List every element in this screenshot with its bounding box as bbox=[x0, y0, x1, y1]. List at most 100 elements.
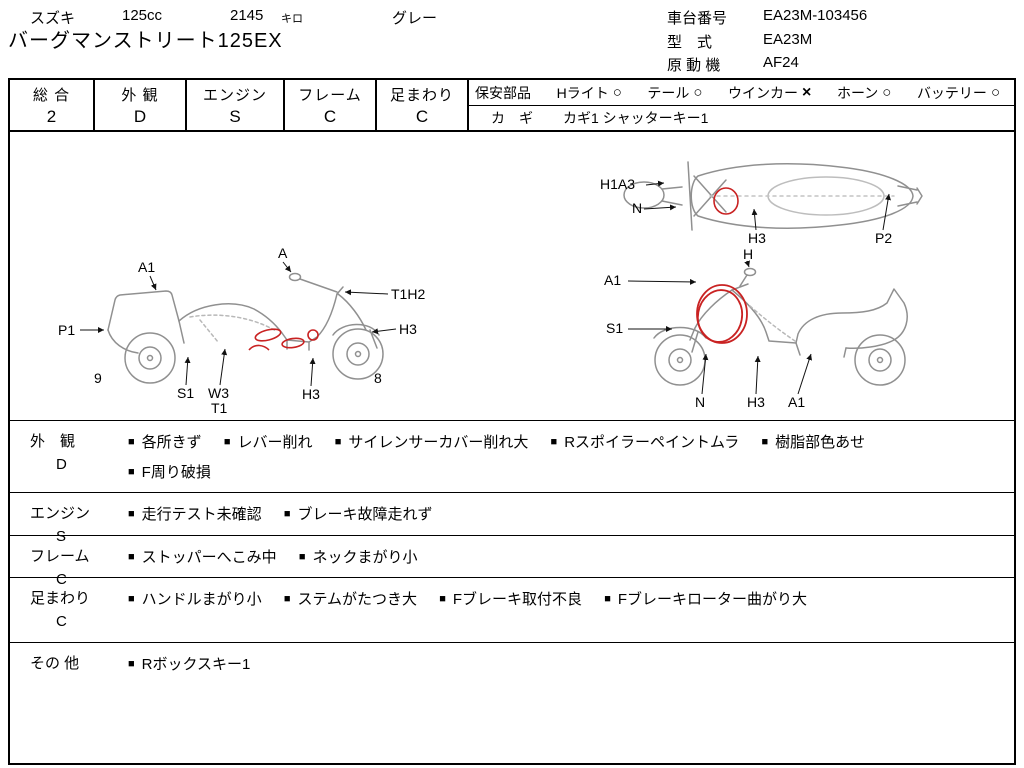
note-content: ■ 走行テスト未確認 ■ブレーキ故障走れず bbox=[128, 493, 1014, 535]
note-item-text: Fブレーキ取付不良 bbox=[452, 591, 583, 608]
damage-marks bbox=[713, 187, 739, 215]
note-item: ■サイレンサーカバー削れ大 bbox=[335, 431, 529, 452]
safety-item-headlight-label: Hライト bbox=[556, 84, 609, 101]
damage-code-labels: H1A3 N H3 P2 bbox=[600, 176, 892, 246]
damage-diagram-area: A1 A T1H2 P1 H3 9 S1 W3 T1 H3 8 bbox=[10, 134, 1014, 420]
mirror bbox=[288, 272, 302, 282]
grade-row: 総 合 2 外 観 D エンジン S フレーム C 足まわり C 保安部品 bbox=[10, 80, 1014, 132]
bullet-icon: ■ bbox=[128, 436, 135, 448]
note-row-exterior: 外 観 D ■各所きず ■レバー削れ ■サイレンサーカバー削れ大 ■Rスポイラー… bbox=[10, 420, 1014, 492]
note-item-text: ハンドルまがり小 bbox=[141, 591, 262, 608]
note-item-text: ステムがたつき大 bbox=[297, 591, 418, 608]
bullet-icon: ■ bbox=[761, 436, 769, 448]
wheel-number-9: 9 bbox=[94, 370, 102, 386]
note-item-text: レバー削れ bbox=[237, 434, 313, 451]
safety-item-taillight: テール ○ bbox=[647, 83, 702, 103]
note-section-grade: C bbox=[56, 571, 67, 588]
damage-code-t1: T1 bbox=[211, 400, 228, 416]
note-item: ■ネックまがり小 bbox=[299, 546, 418, 567]
engine-grade-label: エンジン bbox=[202, 87, 267, 104]
damage-code-labels: A1 H S1 N H3 A1 bbox=[604, 248, 805, 410]
undercarriage-grade-cell: 足まわり C bbox=[377, 80, 469, 130]
note-row-frame: フレーム C ■ストッパーへこみ中 ■ネックまがり小 bbox=[10, 535, 1014, 588]
bullet-icon: ■ bbox=[298, 551, 306, 563]
note-label-col: 外 観 D bbox=[10, 421, 128, 492]
damage-code-n: N bbox=[695, 394, 705, 410]
key-info: カギ1 シャッターキー1 bbox=[563, 110, 709, 126]
frame-grade-cell: フレーム C bbox=[285, 80, 377, 130]
leader-lines bbox=[80, 261, 397, 387]
damage-code-h3: H3 bbox=[747, 394, 765, 410]
note-section-label: フレーム bbox=[30, 548, 90, 565]
note-item-text: Rスポイラーペイントムラ bbox=[564, 434, 740, 451]
safety-item-winker-label: ウインカー bbox=[728, 84, 799, 101]
key-label: カ ギ bbox=[491, 110, 533, 126]
note-item: ■ ステムがたつき大 bbox=[284, 588, 417, 609]
note-item: ■Rボックスキー1 bbox=[128, 653, 250, 674]
diagram-top-view: H1A3 N H3 P2 bbox=[600, 161, 923, 246]
body-color: グレー bbox=[392, 10, 438, 27]
front-wheel bbox=[654, 334, 706, 386]
exterior-grade-label: 外 観 bbox=[121, 87, 159, 104]
note-item: ■ Fブレーキ取付不良 bbox=[439, 588, 582, 609]
damage-code-p2: P2 bbox=[875, 230, 892, 246]
note-item: ■レバー削れ bbox=[224, 431, 313, 452]
note-item: ■ 走行テスト未確認 bbox=[128, 503, 262, 524]
status-ok-mark: ○ bbox=[882, 84, 892, 101]
mirror bbox=[743, 267, 757, 277]
damage-code-h1a3: H1A3 bbox=[600, 176, 635, 192]
note-item: ■ストッパーへこみ中 bbox=[128, 546, 277, 567]
note-section-grade: S bbox=[56, 528, 67, 545]
bullet-icon: ■ bbox=[128, 508, 135, 520]
safety-item-headlight: Hライト ○ bbox=[557, 83, 622, 103]
note-section-label: エンジン bbox=[30, 505, 91, 522]
safety-parts-label: 保安部品 bbox=[475, 84, 531, 101]
sheet-body: 総 合 2 外 観 D エンジン S フレーム C 足まわり C 保安部品 bbox=[8, 78, 1016, 765]
note-label-col: フレーム C bbox=[10, 536, 128, 588]
rear-wheel bbox=[124, 332, 176, 384]
handlebar bbox=[687, 161, 693, 231]
condition-notes-table: 外 観 D ■各所きず ■レバー削れ ■サイレンサーカバー削れ大 ■Rスポイラー… bbox=[10, 420, 1014, 763]
damage-code-labels: A1 A T1H2 P1 H3 9 S1 W3 T1 H3 8 bbox=[58, 245, 425, 416]
damage-code-h3-bottom: H3 bbox=[302, 386, 320, 402]
chassis-number-value: EA23M-103456 bbox=[763, 7, 868, 24]
bullet-icon: ■ bbox=[283, 508, 291, 520]
bullet-icon: ■ bbox=[439, 593, 446, 605]
scooter-outline bbox=[653, 267, 908, 386]
front-wheel bbox=[332, 328, 384, 380]
rear-wheel bbox=[854, 334, 906, 386]
note-item: ■各所きず bbox=[128, 431, 202, 452]
note-item: ■ Rスポイラーペイントムラ bbox=[551, 431, 740, 452]
note-item: ■樹脂部色あせ bbox=[761, 431, 865, 452]
note-section-label: 外 観 bbox=[30, 433, 76, 450]
note-item-text: Fブレーキローター曲がり大 bbox=[617, 591, 808, 608]
diagram-right-side-view: A1 H S1 N H3 A1 bbox=[604, 248, 908, 410]
bullet-icon: ■ bbox=[550, 436, 558, 448]
note-item-text: 走行テスト未確認 bbox=[141, 506, 262, 523]
frame-grade-value: C bbox=[323, 107, 337, 126]
note-item: ■ Fブレーキローター曲がり大 bbox=[604, 588, 807, 609]
note-row-undercarriage: 足まわり C ■ハンドルまがり小 ■ステムがたつき大 ■Fブレーキ取付不良 ■F… bbox=[10, 577, 1014, 642]
bullet-icon: ■ bbox=[334, 436, 342, 448]
note-content: ■各所きず ■レバー削れ ■サイレンサーカバー削れ大 ■Rスポイラーペイントムラ… bbox=[128, 421, 1014, 492]
undercarriage-grade-label: 足まわり bbox=[389, 87, 454, 104]
mileage-unit: キロ bbox=[281, 13, 303, 25]
damage-code-s1: S1 bbox=[606, 320, 623, 336]
note-item: ■ブレーキ故障走れず bbox=[284, 503, 433, 524]
damage-marks bbox=[248, 328, 319, 351]
engine-grade-value: S bbox=[229, 107, 241, 126]
status-ok-mark: ○ bbox=[990, 84, 1000, 101]
safety-item-winker: ウインカー × bbox=[728, 83, 811, 103]
bullet-icon: ■ bbox=[128, 466, 135, 478]
key-row: カ ギ カギ1 シャッターキー1 bbox=[469, 106, 1014, 130]
safety-item-battery-label: バッテリー bbox=[916, 84, 987, 101]
note-item-text: ストッパーへこみ中 bbox=[141, 549, 277, 566]
damage-code-h3: H3 bbox=[748, 230, 766, 246]
safety-item-horn: ホーン ○ bbox=[837, 83, 891, 103]
overall-grade-cell: 総 合 2 bbox=[10, 80, 95, 130]
note-row-other: その 他 ■Rボックスキー1 bbox=[10, 642, 1014, 763]
engine-model-label: 原 動 機 bbox=[667, 57, 721, 74]
bullet-icon: ■ bbox=[283, 593, 291, 605]
bullet-icon: ■ bbox=[604, 593, 611, 605]
safety-parts-cell: 保安部品 Hライト ○ テール ○ ウインカー × ホーン bbox=[469, 80, 1014, 130]
